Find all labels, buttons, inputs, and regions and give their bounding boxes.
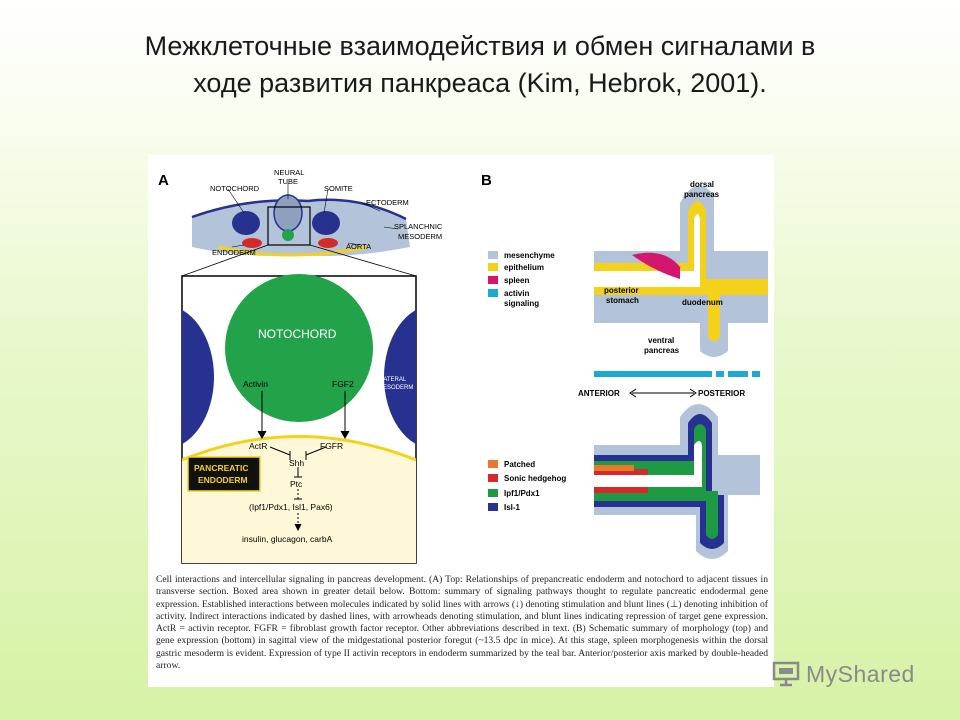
- label-fgf2: FGF2: [332, 379, 354, 389]
- endoderm-left: [242, 238, 262, 248]
- ap-axis-arrow: [629, 388, 697, 398]
- label-activin: Activin: [243, 379, 268, 389]
- expr-lumen: [594, 441, 702, 487]
- legend-swatch-spleen: [488, 276, 498, 284]
- label-ventral-2: pancreas: [644, 346, 680, 355]
- endoderm-boundary: [182, 435, 416, 462]
- presentation-icon: [772, 661, 800, 687]
- legend-label-patched: Patched: [504, 460, 535, 469]
- expression-drawing: [594, 404, 760, 559]
- label-dorsal-2: pancreas: [684, 190, 720, 199]
- figure-svg: A NOTOCHORD NEURAL TUBE SOMITE ECTODERM …: [158, 168, 768, 564]
- figure-panel: A NOTOCHORD NEURAL TUBE SOMITE ECTODERM …: [148, 155, 774, 687]
- legend-expression: [488, 460, 498, 511]
- slide-title: Межклеточные взаимодействия и обмен сигн…: [40, 28, 920, 102]
- label-somite: SOMITE: [324, 184, 353, 193]
- somite-left: [232, 211, 260, 235]
- label-ventral-1: ventral: [648, 336, 674, 345]
- legend-swatch-mesenchyme: [488, 251, 498, 259]
- signaling-lines: [257, 391, 350, 532]
- zoom-line-right: [309, 244, 417, 277]
- label-splanchnic-2: MESODERM: [398, 232, 442, 241]
- label-neural-2: TUBE: [278, 177, 298, 186]
- label-shh: Shh: [289, 458, 304, 468]
- boxed-area: [267, 206, 311, 246]
- label-pancreatic-1: PANCREATIC: [194, 463, 248, 473]
- ectoderm-line: [191, 198, 407, 221]
- splanchnic-endoderm: [217, 245, 369, 257]
- lateral-mesoderm-left: [182, 309, 214, 445]
- lateral-mesoderm-right: [384, 309, 416, 445]
- notochord-large: [225, 274, 373, 422]
- legend-swatch-ipf1: [488, 489, 498, 497]
- label-pancreatic-2: ENDODERM: [198, 475, 248, 485]
- label-lateral-1: LATERAL: [380, 377, 407, 383]
- label-neural-1: NEURAL: [274, 168, 304, 177]
- legend-label-signaling: signaling: [504, 299, 539, 308]
- label-dorsal-1: dorsal: [690, 180, 714, 189]
- legend-swatch-epithelium: [488, 263, 498, 271]
- activin-bar: [594, 371, 760, 377]
- label-notochord-large: NOTOCHORD: [258, 327, 337, 341]
- gut-lumen: [594, 214, 700, 287]
- label-fgfr: FGFR: [320, 441, 343, 451]
- label-aorta: AORTA: [346, 242, 371, 251]
- label-endoderm: ENDODERM: [212, 248, 256, 257]
- watermark-text: MyShared: [806, 660, 915, 687]
- endoderm-region: [182, 436, 416, 563]
- detail-box: [181, 274, 417, 564]
- figure-caption: Cell interactions and intercellular sign…: [156, 574, 768, 672]
- label-actr: ActR: [249, 441, 267, 451]
- watermark: MyShared: [772, 656, 915, 692]
- legend-label-spleen: spleen: [504, 276, 529, 285]
- label-post-stomach-1: posterior: [604, 286, 639, 295]
- panel-b-letter: B: [481, 172, 492, 189]
- transverse-section: [191, 183, 410, 257]
- legend-swatch-patched: [488, 460, 498, 468]
- morphology-drawing: [594, 185, 768, 357]
- legend-swatch-activin: [488, 289, 498, 297]
- label-ptc: Ptc: [290, 479, 303, 489]
- pancreatic-endoderm-badge: [187, 456, 261, 492]
- legend-label-ipf1: Ipf1/Pdx1: [504, 489, 540, 498]
- label-genes: (Ipf1/Pdx1, Isl1, Pax6): [249, 502, 333, 512]
- legend-morphology: [488, 251, 498, 297]
- legend-label-isl1: Isl-1: [504, 503, 521, 512]
- endoderm-right: [318, 238, 338, 248]
- legend-swatch-isl1: [488, 503, 498, 511]
- title-line-2: ходе развития панкреаса (Kim, Hebrok, 20…: [193, 68, 767, 98]
- neural-tube: [273, 194, 303, 232]
- label-post-stomach-2: stomach: [606, 296, 639, 305]
- label-duodenum: duodenum: [682, 298, 723, 307]
- label-ectoderm: ECTODERM: [366, 198, 409, 207]
- spleen-shape: [632, 252, 680, 279]
- label-notochord-top: NOTOCHORD: [210, 184, 260, 193]
- label-posterior: POSTERIOR: [698, 389, 745, 398]
- legend-label-epithelium: epithelium: [504, 263, 544, 272]
- label-hormones: insulin, glucagon, carbA: [242, 534, 333, 544]
- expr-patched: [594, 465, 634, 471]
- legend-swatch-shh: [488, 474, 498, 482]
- notochord-small: [282, 229, 294, 241]
- zoom-line-left: [181, 244, 269, 277]
- label-lateral-2: MESODERM: [378, 385, 413, 391]
- somite-right: [312, 211, 340, 235]
- label-splanchnic-1: SPLANCHNIC: [394, 222, 443, 231]
- legend-label-shh: Sonic hedgehog: [504, 474, 566, 483]
- label-anterior: ANTERIOR: [578, 389, 620, 398]
- title-line-1: Межклеточные взаимодействия и обмен сигн…: [144, 31, 816, 61]
- panel-a-letter: A: [158, 172, 169, 189]
- legend-label-activin: activin: [504, 289, 529, 298]
- legend-label-mesenchyme: mesenchyme: [504, 251, 555, 260]
